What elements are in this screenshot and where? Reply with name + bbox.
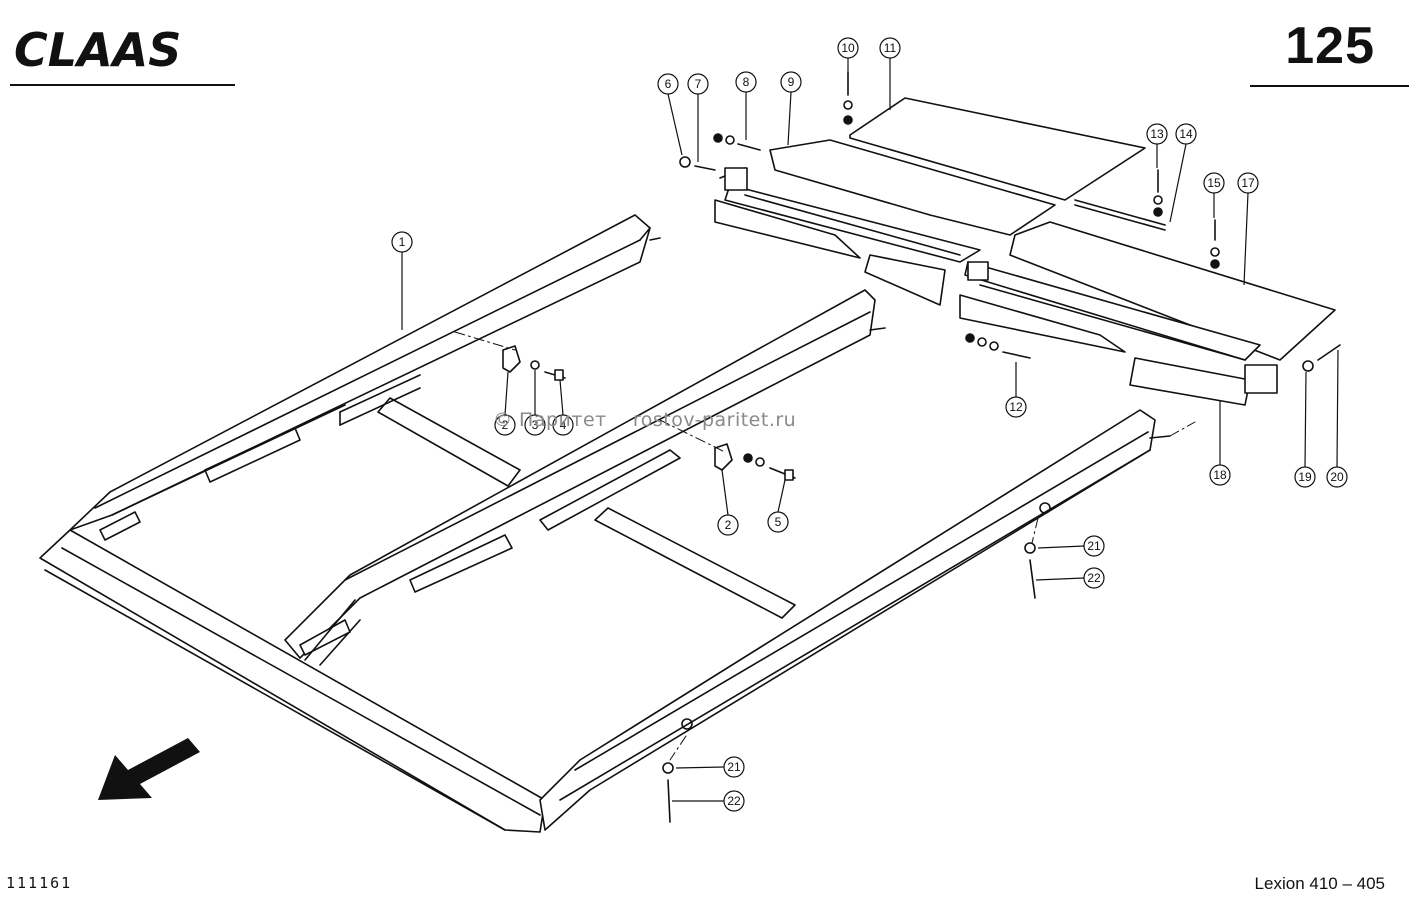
callout-11: 11 bbox=[879, 37, 901, 110]
callout-12: 12 bbox=[1005, 362, 1027, 418]
callout-9: 9 bbox=[780, 71, 802, 146]
header-rule-right bbox=[1250, 85, 1409, 87]
callout-18: 18 bbox=[1209, 400, 1231, 486]
callout-8: 8 bbox=[735, 71, 757, 140]
callout-21a: 21 bbox=[1037, 535, 1105, 557]
callout-22a: 22 bbox=[1035, 567, 1105, 589]
callout-2b: 2 bbox=[717, 469, 739, 536]
callout-15: 15 bbox=[1203, 172, 1225, 218]
plate-right-assembly bbox=[959, 221, 1336, 406]
callout-labels: 1 2 3 4 2 5 6 7 8 9 10 11 13 14 15 17 12… bbox=[391, 37, 1348, 812]
svg-text:14: 14 bbox=[1179, 127, 1193, 141]
svg-text:21: 21 bbox=[727, 760, 741, 774]
model-label: Lexion 410 – 405 bbox=[1254, 874, 1385, 893]
grate-comb bbox=[849, 97, 1166, 231]
frame-cross-tubes bbox=[339, 374, 796, 619]
svg-text:7: 7 bbox=[695, 77, 702, 91]
svg-text:22: 22 bbox=[1087, 571, 1101, 585]
svg-text:9: 9 bbox=[788, 75, 795, 89]
axis-lines bbox=[454, 331, 1196, 761]
callout-13: 13 bbox=[1146, 123, 1168, 168]
fasteners-group bbox=[662, 71, 1341, 823]
bracket-lower bbox=[714, 443, 796, 481]
svg-text:17: 17 bbox=[1241, 176, 1255, 190]
svg-text:1: 1 bbox=[399, 235, 406, 249]
callout-4: 4 bbox=[552, 379, 574, 436]
bracket-upper bbox=[502, 345, 566, 381]
callout-7: 7 bbox=[687, 73, 709, 162]
callout-20: 20 bbox=[1326, 349, 1348, 488]
page-number: 125 bbox=[1285, 17, 1375, 75]
svg-text:19: 19 bbox=[1298, 470, 1312, 484]
svg-text:2: 2 bbox=[502, 418, 509, 432]
svg-text:8: 8 bbox=[743, 75, 750, 89]
callout-17: 17 bbox=[1237, 172, 1259, 286]
svg-text:3: 3 bbox=[532, 418, 539, 432]
svg-text:11: 11 bbox=[884, 41, 897, 55]
svg-text:21: 21 bbox=[1087, 539, 1101, 553]
callout-21b: 21 bbox=[675, 756, 745, 778]
frame-front-crossbar bbox=[39, 529, 546, 833]
callout-1: 1 bbox=[391, 231, 413, 330]
watermark: © Паритет rostov-paritet.ru bbox=[493, 409, 797, 431]
frame-right-rail bbox=[539, 409, 1171, 831]
callout-19: 19 bbox=[1294, 371, 1316, 488]
callout-14: 14 bbox=[1169, 123, 1197, 223]
callout-10: 10 bbox=[837, 37, 859, 72]
frame-left-rail bbox=[69, 214, 661, 541]
callout-5: 5 bbox=[767, 479, 789, 533]
callout-6: 6 bbox=[657, 73, 683, 156]
brand-logo: CLAAS bbox=[10, 23, 235, 86]
arrow-down-left-icon bbox=[98, 738, 200, 800]
svg-text:10: 10 bbox=[841, 41, 855, 55]
svg-text:2: 2 bbox=[725, 518, 732, 532]
svg-text:22: 22 bbox=[727, 794, 741, 808]
callout-3: 3 bbox=[524, 370, 546, 436]
plate-left-assembly bbox=[714, 139, 1056, 306]
brand-logo-text: CLAAS bbox=[14, 23, 181, 77]
svg-text:15: 15 bbox=[1207, 176, 1221, 190]
svg-text:5: 5 bbox=[775, 515, 782, 529]
svg-text:20: 20 bbox=[1330, 470, 1344, 484]
callout-22b: 22 bbox=[672, 790, 745, 812]
svg-text:18: 18 bbox=[1213, 468, 1227, 482]
drawing-number: 111161 bbox=[6, 874, 73, 892]
svg-text:12: 12 bbox=[1009, 400, 1023, 414]
svg-text:4: 4 bbox=[560, 418, 567, 432]
callout-2a: 2 bbox=[494, 371, 516, 436]
svg-text:13: 13 bbox=[1150, 127, 1164, 141]
frame-center-rail bbox=[284, 289, 886, 666]
svg-text:6: 6 bbox=[665, 77, 672, 91]
